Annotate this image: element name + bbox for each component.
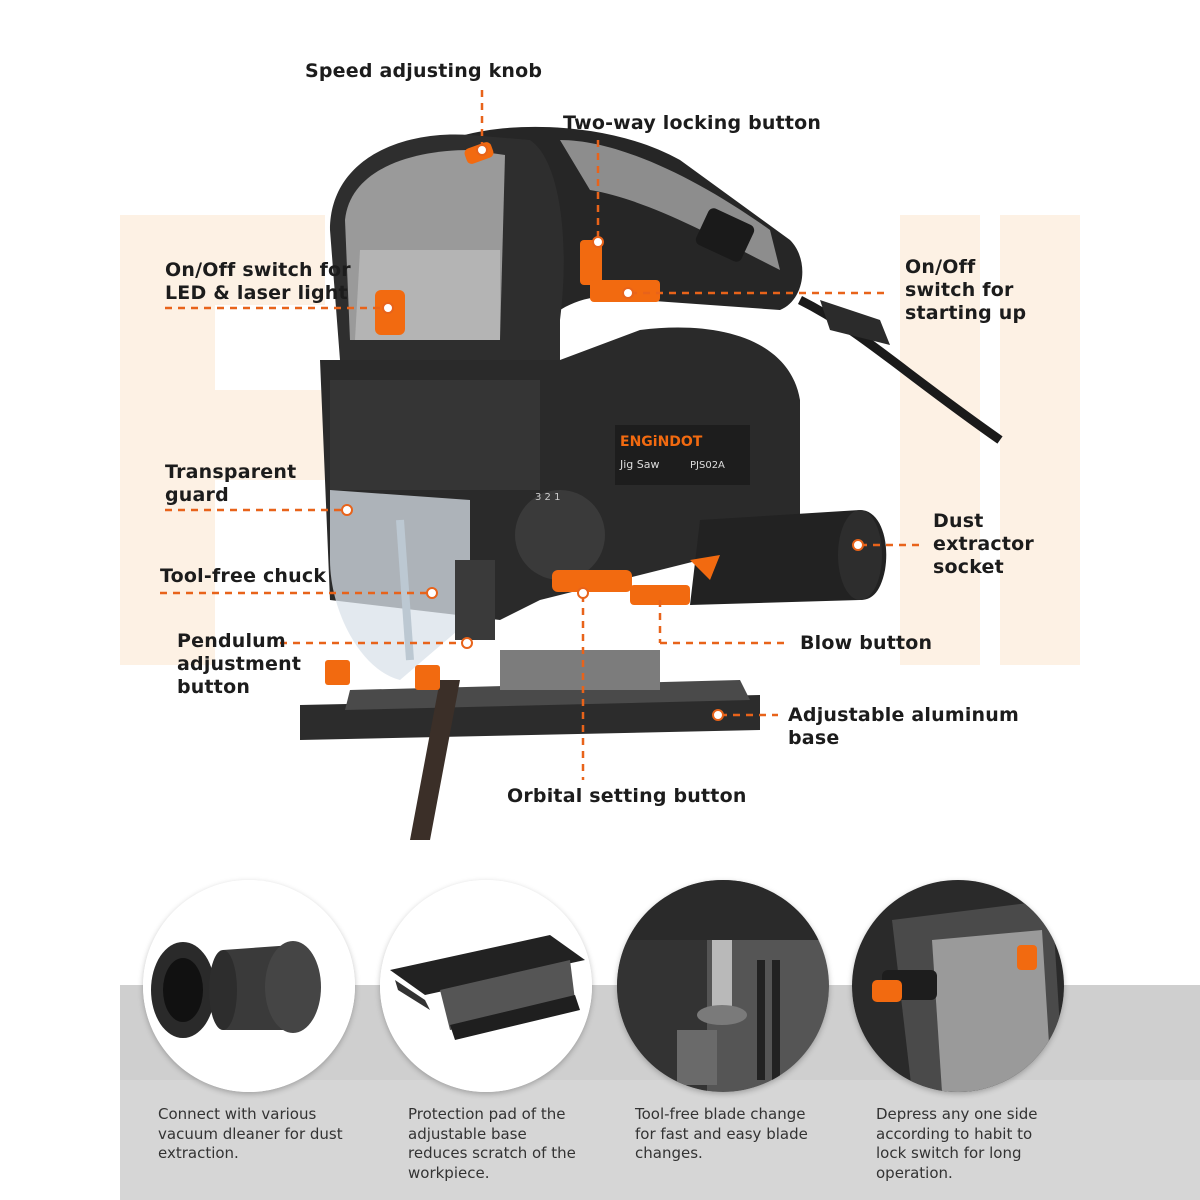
pendulum-marks: 3 2 1 xyxy=(535,492,560,503)
jigsaw-illustration: ENGiNDOT Jig Saw PJS02A 3 2 1 xyxy=(300,126,1003,840)
label-speed-adjusting-knob: Speed adjusting knob xyxy=(305,60,543,82)
label-two-way-locking-button: Two-way locking button xyxy=(563,112,822,134)
feature-caption-dust-extraction: Connect with various vacuum dleaner for … xyxy=(158,1105,343,1162)
feature-caption-blade-change: Tool-free blade change for fast and easy… xyxy=(635,1105,808,1162)
model-code: PJS02A xyxy=(690,460,725,471)
label-tool-free-chuck: Tool-free chuck xyxy=(160,565,327,587)
label-dust-extractor-socket: Dust extractor socket xyxy=(933,510,1034,578)
feature-caption-lock-switch: Depress any one side according to habit … xyxy=(876,1105,1038,1182)
label-blow-button: Blow button xyxy=(800,632,933,654)
feature-band-lower xyxy=(120,1080,1200,1200)
label-pendulum-adjustment-button: Pendulum adjustment button xyxy=(177,630,302,698)
callout-leader-lines xyxy=(160,90,920,780)
feature-image-protection-pad xyxy=(380,880,592,1092)
label-led-laser-switch: On/Off switch for LED & laser light xyxy=(165,259,351,304)
background-watermark xyxy=(120,215,1080,665)
brand-logo: ENGiNDOT xyxy=(620,434,703,450)
label-adjustable-aluminum-base: Adjustable aluminum base xyxy=(788,704,1019,749)
model-name: Jig Saw xyxy=(619,458,660,471)
label-start-switch: On/Off switch for starting up xyxy=(905,256,1027,324)
feature-image-dust-adapter xyxy=(143,880,355,1092)
feature-image-blade-change xyxy=(617,880,829,1092)
feature-image-lock-switch xyxy=(852,880,1064,1092)
label-transparent-guard: Transparent guard xyxy=(165,461,297,506)
label-orbital-setting-button: Orbital setting button xyxy=(507,785,747,807)
feature-caption-protection-pad: Protection pad of the adjustable base re… xyxy=(408,1105,576,1182)
